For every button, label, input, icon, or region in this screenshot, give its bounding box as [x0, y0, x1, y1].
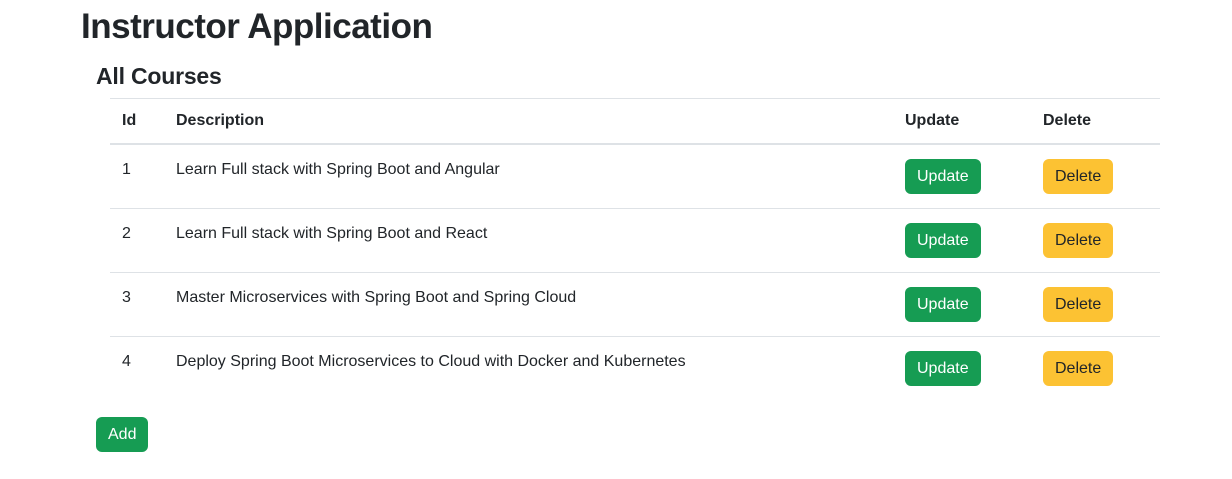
add-button[interactable]: Add: [96, 417, 149, 452]
course-id-cell: 2: [110, 208, 164, 273]
delete-cell: Delete: [1031, 144, 1160, 209]
section-heading: All Courses: [96, 63, 222, 89]
delete-button[interactable]: Delete: [1043, 287, 1114, 322]
courses-table: Id Description Update Delete 1 Learn Ful…: [110, 98, 1160, 400]
course-description-cell: Master Microservices with Spring Boot an…: [164, 272, 893, 337]
column-header-description: Description: [164, 98, 893, 145]
update-button[interactable]: Update: [905, 351, 981, 386]
table-row: 1 Learn Full stack with Spring Boot and …: [110, 144, 1160, 209]
course-id-cell: 4: [122, 353, 131, 370]
delete-button[interactable]: Delete: [1043, 351, 1114, 386]
page-title: Instructor Application: [81, 7, 433, 46]
table-body: 1 Learn Full stack with Spring Boot and …: [110, 144, 1160, 400]
courses-section: All Courses Id Description Update Delete…: [96, 63, 1160, 452]
update-cell: Update: [893, 337, 1031, 401]
delete-cell: Delete: [1031, 208, 1160, 273]
course-description-cell: Learn Full stack with Spring Boot and Re…: [164, 208, 893, 273]
table-row: 3 Master Microservices with Spring Boot …: [110, 272, 1160, 337]
course-id-cell: 1: [110, 144, 164, 209]
delete-button[interactable]: Delete: [1043, 223, 1114, 258]
column-header-delete: Delete: [1031, 98, 1160, 145]
page: Instructor Application All Courses Id De…: [81, 7, 1160, 452]
course-description-cell: Learn Full stack with Spring Boot and An…: [164, 144, 893, 209]
update-cell: Update: [893, 144, 1031, 209]
update-button[interactable]: Update: [905, 287, 981, 322]
table-row: 2 Learn Full stack with Spring Boot and …: [110, 208, 1160, 273]
course-description-cell: Deploy Spring Boot Microservices to Clou…: [176, 353, 686, 370]
add-button-row: Add: [96, 417, 1160, 452]
update-cell: Update: [893, 208, 1031, 273]
table-header: Id Description Update Delete: [110, 98, 1160, 145]
delete-cell: Delete: [1031, 337, 1160, 401]
course-id-cell: 3: [110, 272, 164, 337]
update-button[interactable]: Update: [905, 223, 981, 258]
table-row: 4 Deploy Spring Boot Microservices to Cl…: [110, 337, 1160, 401]
delete-button[interactable]: Delete: [1043, 159, 1114, 194]
update-button[interactable]: Update: [905, 159, 981, 194]
column-header-update: Update: [893, 98, 1031, 145]
update-cell: Update: [893, 272, 1031, 337]
column-header-id: Id: [110, 98, 164, 145]
delete-cell: Delete: [1031, 272, 1160, 337]
table-header-row: Id Description Update Delete: [110, 98, 1160, 145]
